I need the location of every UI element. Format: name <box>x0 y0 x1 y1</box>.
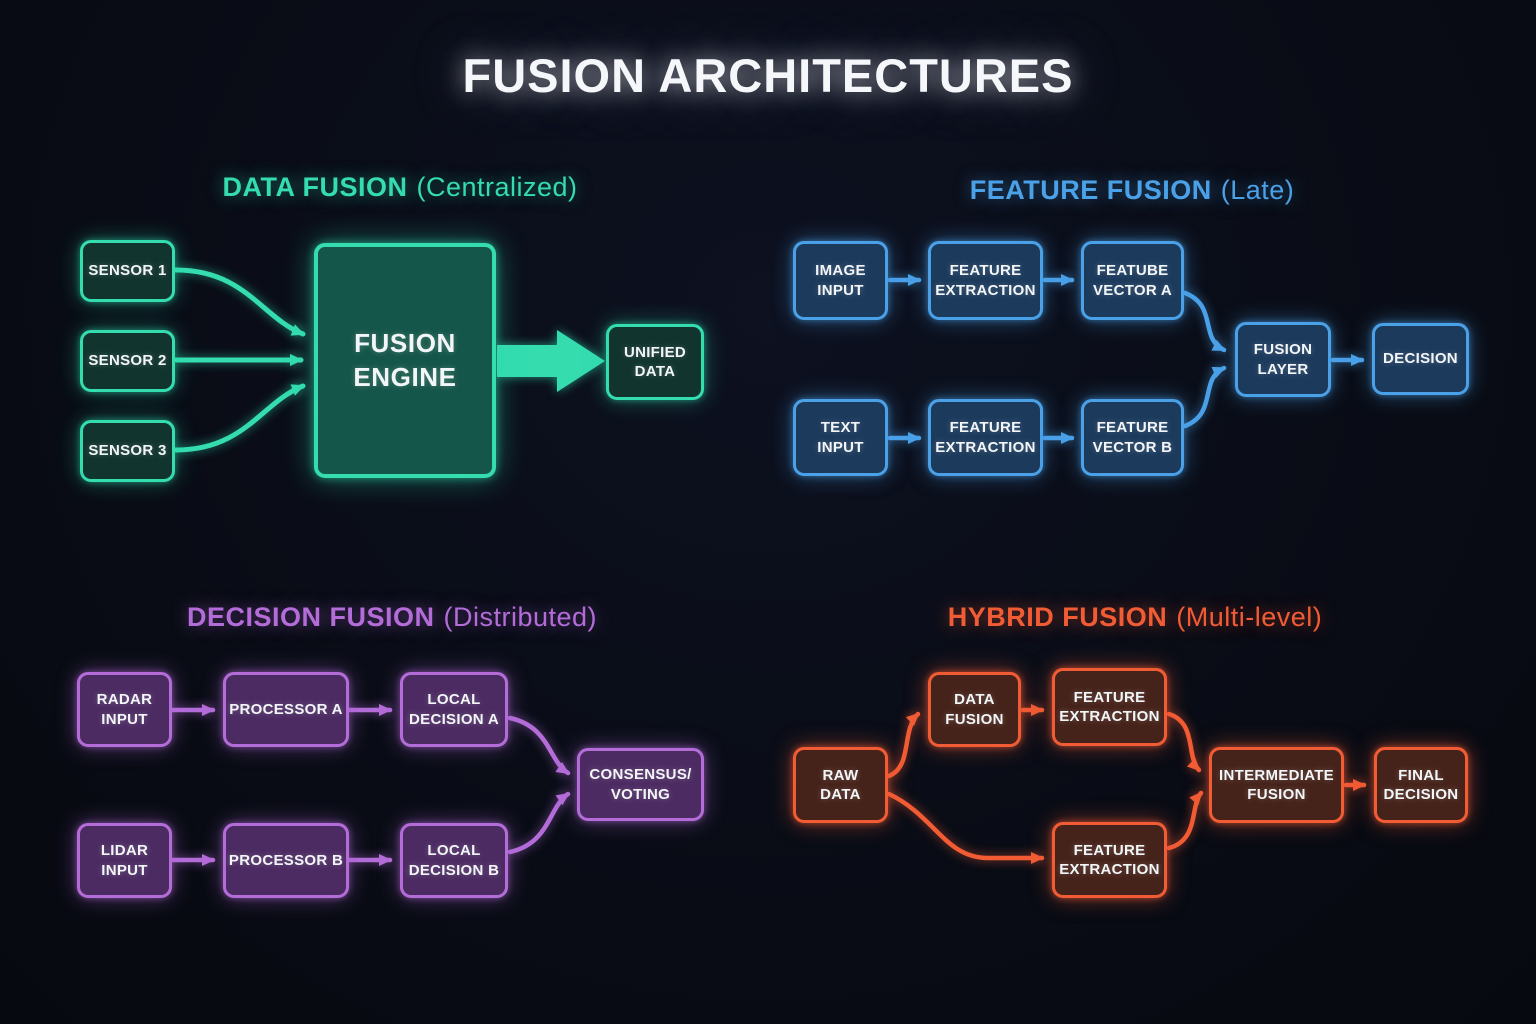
heading-hybrid-fusion-qualifier: (Multi-level) <box>1176 602 1323 632</box>
node-data-fusion: DATA FUSION <box>928 672 1021 747</box>
node-local-decision-a: LOCAL DECISION A <box>400 672 508 747</box>
node-final-decision: FINAL DECISION <box>1374 747 1468 823</box>
arrow-extraction-bottom-to-intermediate <box>1166 790 1204 851</box>
page-title: FUSION ARCHITECTURES <box>462 49 1074 102</box>
node-decision: DECISION <box>1372 323 1469 395</box>
heading-feature-fusion-main: FEATURE FUSION <box>969 175 1212 205</box>
node-fusion-layer: FUSION LAYER <box>1235 322 1331 397</box>
arrow-engine-to-unified-data <box>497 330 605 392</box>
heading-decision-fusion-main: DECISION FUSION <box>186 602 435 632</box>
heading-decision-fusion: DECISION FUSION (Distributed) <box>92 602 692 633</box>
node-text-input: TEXT INPUT <box>793 399 888 476</box>
heading-data-fusion-main: DATA FUSION <box>222 172 408 202</box>
heading-hybrid-fusion: HYBRID FUSION (Multi-level) <box>835 602 1435 633</box>
node-feature-vector-a: FEATUBE VECTOR A <box>1081 241 1184 320</box>
node-sensor-2: SENSOR 2 <box>80 330 175 392</box>
node-consensus-voting: CONSENSUS/ VOTING <box>577 748 704 821</box>
node-fusion-engine: FUSION ENGINE <box>314 243 496 478</box>
arrow-sensor1-to-engine <box>173 267 306 337</box>
heading-hybrid-fusion-main: HYBRID FUSION <box>947 602 1168 632</box>
arrow-decision-b-to-consensus <box>507 791 571 855</box>
node-feature-extraction-b: FEATURE EXTRACTION <box>928 399 1043 476</box>
node-sensor-3: SENSOR 3 <box>80 420 175 482</box>
arrow-extraction-top-to-intermediate <box>1166 711 1202 773</box>
node-processor-a: PROCESSOR A <box>223 672 349 747</box>
heading-decision-fusion-qualifier: (Distributed) <box>443 602 598 632</box>
node-local-decision-b: LOCAL DECISION B <box>400 823 508 898</box>
arrow-vector-a-to-fusion-layer <box>1182 290 1227 353</box>
arrow-sensor3-to-engine <box>173 383 306 453</box>
node-unified-data: UNIFIED DATA <box>606 324 704 400</box>
node-feature-extraction-top: FEATURE EXTRACTION <box>1052 668 1167 746</box>
arrow-vector-b-to-fusion-layer <box>1182 365 1227 429</box>
heading-data-fusion: DATA FUSION (Centralized) <box>100 172 700 203</box>
node-feature-extraction-a: FEATURE EXTRACTION <box>928 241 1043 320</box>
heading-data-fusion-qualifier: (Centralized) <box>416 172 578 202</box>
arrow-raw-to-data-fusion <box>886 711 921 779</box>
node-lidar-input: LIDAR INPUT <box>77 823 172 898</box>
node-feature-vector-b: FEATURE VECTOR B <box>1081 399 1184 476</box>
node-intermediate-fusion: INTERMEDIATE FUSION <box>1209 747 1344 823</box>
arrow-decision-a-to-consensus <box>507 715 571 776</box>
node-raw-data: RAW DATA <box>793 747 888 823</box>
arrow-raw-to-extraction-bottom <box>886 791 1045 864</box>
node-processor-b: PROCESSOR B <box>223 823 349 898</box>
heading-feature-fusion-qualifier: (Late) <box>1220 175 1295 205</box>
node-image-input: IMAGE INPUT <box>793 241 888 320</box>
node-feature-extraction-bottom: FEATURE EXTRACTION <box>1052 822 1167 898</box>
node-sensor-1: SENSOR 1 <box>80 240 175 302</box>
node-radar-input: RADAR INPUT <box>77 672 172 747</box>
heading-feature-fusion: FEATURE FUSION (Late) <box>832 175 1432 206</box>
